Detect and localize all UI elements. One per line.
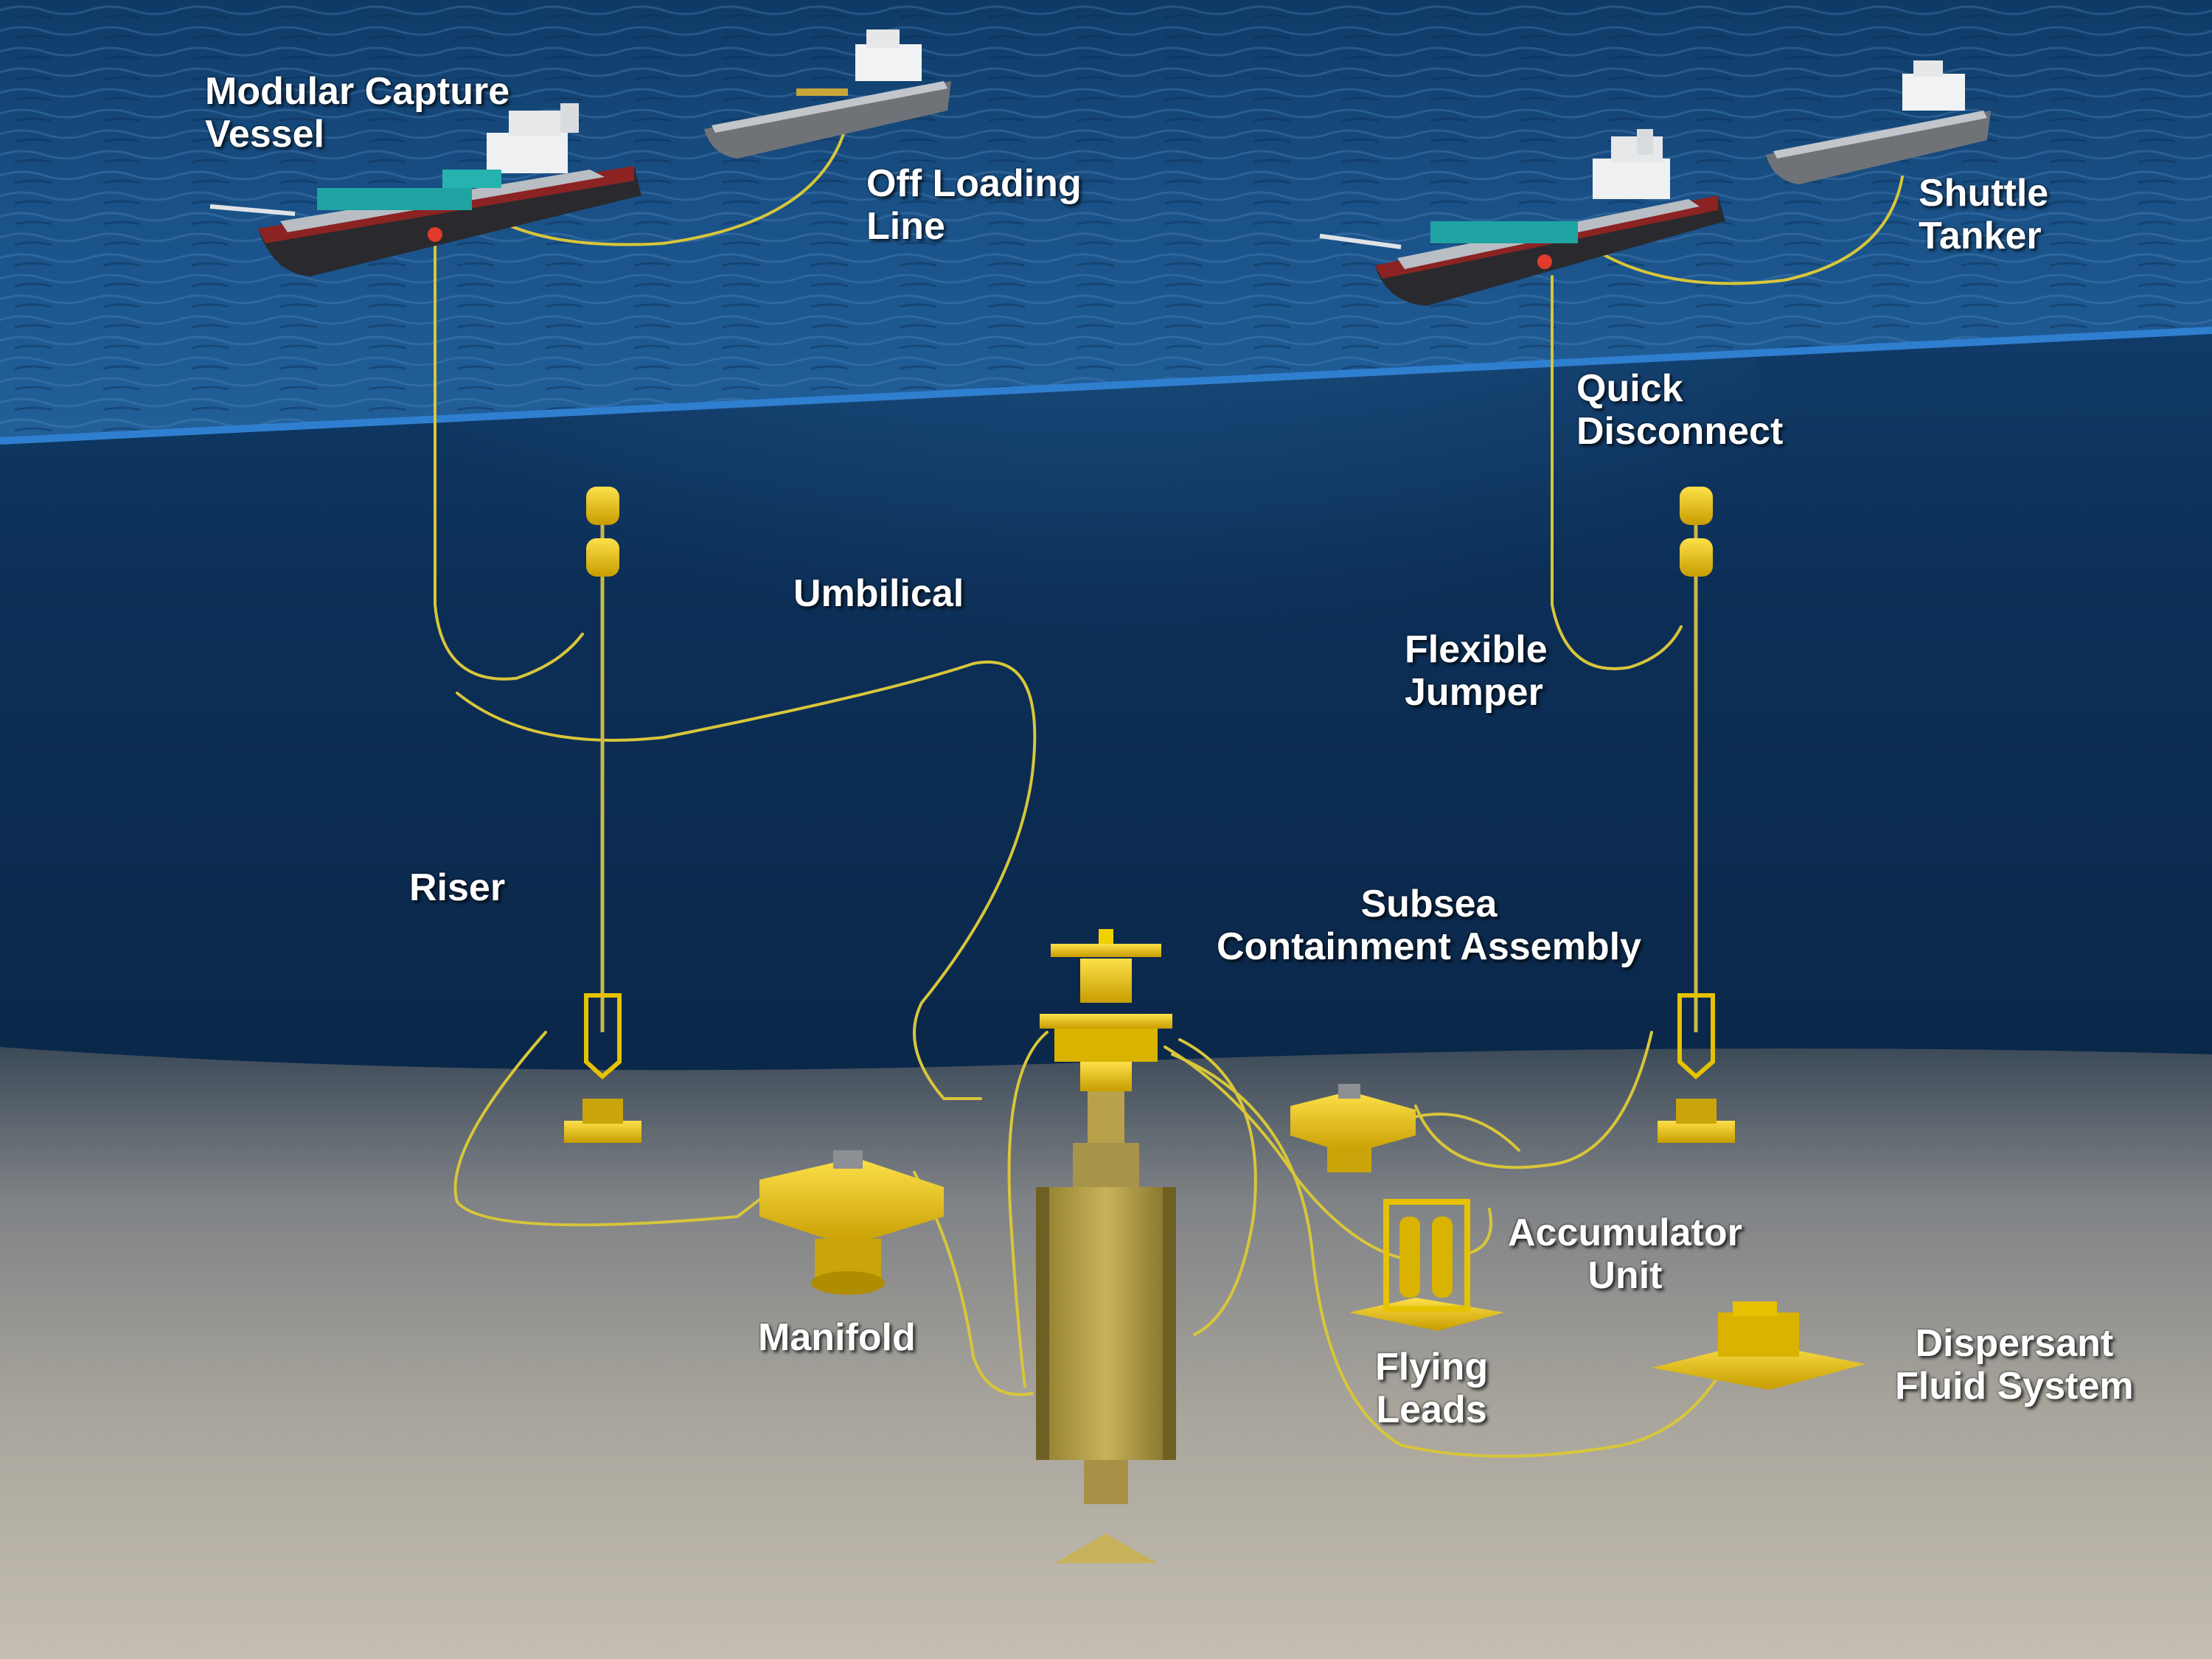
label-subsea-containment-assembly: Subsea Containment Assembly xyxy=(1217,883,1641,968)
riser-right xyxy=(1658,487,1735,1143)
manifold-right-lead xyxy=(1399,1113,1520,1152)
stack-lead-a xyxy=(1007,1031,1048,1388)
label-off-loading-line: Off Loading Line xyxy=(866,162,1082,248)
buoyancy-can-icon xyxy=(586,538,619,577)
label-umbilical: Umbilical xyxy=(793,572,964,615)
riser-left xyxy=(564,487,641,1143)
label-shuttle-tanker: Shuttle Tanker xyxy=(1919,172,2049,257)
stack-lead-b xyxy=(1178,1038,1257,1336)
cable-network xyxy=(434,116,1904,1458)
manifold-icon xyxy=(1290,1084,1416,1172)
label-riser: Riser xyxy=(409,866,506,909)
label-quick-disconnect: Quick Disconnect xyxy=(1576,367,1784,453)
label-manifold: Manifold xyxy=(758,1316,916,1359)
flexible-jumper-left xyxy=(434,242,584,681)
buoyancy-can-icon xyxy=(1680,538,1713,577)
riser-base-icon xyxy=(1658,1121,1735,1143)
label-accumulator-unit: Accumulator Unit xyxy=(1508,1211,1742,1297)
manifold-right-to-riser xyxy=(1414,1031,1653,1169)
accumulator-lead xyxy=(1466,1208,1492,1255)
flying-lead-dispersant xyxy=(1171,1053,1727,1458)
off-loading-line-right xyxy=(1584,175,1904,285)
buoyancy-can-icon xyxy=(1680,487,1713,525)
subsea-stack-icon xyxy=(1036,929,1176,1563)
off-loading-line-left xyxy=(485,116,849,246)
ship-icon xyxy=(1319,129,1725,306)
ship-icon xyxy=(209,103,641,276)
waterline xyxy=(0,327,2212,445)
label-flying-leads: Flying Leads xyxy=(1375,1346,1489,1431)
stack-to-accumulator xyxy=(1164,1046,1417,1262)
buoyancy-can-icon xyxy=(586,487,619,525)
surface-waves xyxy=(0,0,2212,441)
label-modular-capture-vessel: Modular Capture Vessel xyxy=(205,70,510,156)
tanker-icon xyxy=(1766,60,1991,184)
manifold-icon xyxy=(759,1150,944,1295)
dispersant-skid-icon xyxy=(1652,1301,1865,1390)
label-dispersant-fluid-system: Dispersant Fluid System xyxy=(1895,1322,2134,1408)
riser-base-icon xyxy=(564,1121,641,1143)
accumulator-icon xyxy=(1349,1199,1504,1331)
flexible-jumper-right xyxy=(1551,275,1683,670)
tanker-icon xyxy=(704,29,951,159)
riser-to-manifold-left xyxy=(453,1031,776,1227)
label-flexible-jumper: Flexible Jumper xyxy=(1405,628,1548,714)
umbilical-cable xyxy=(456,660,1037,1100)
